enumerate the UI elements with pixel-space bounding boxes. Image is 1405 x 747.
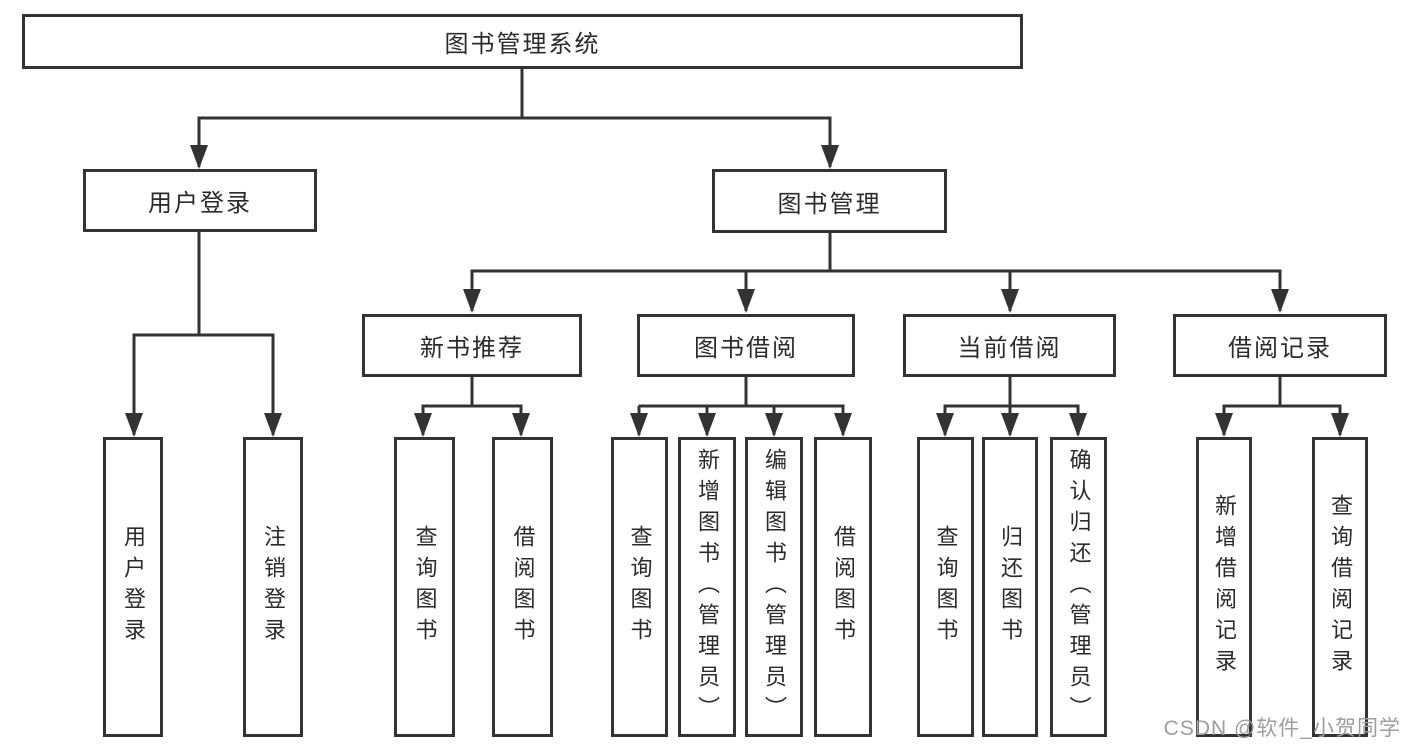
leaf-logout-label: 注销登录 (261, 525, 286, 649)
watermark: CSDN @软件_小贺同学 (1163, 717, 1401, 740)
node-book-borrow-label: 图书借阅 (694, 335, 798, 362)
node-book-management-label: 图书管理 (777, 190, 882, 218)
connector-borrow-records-children (1215, 377, 1349, 437)
leaf-query-borrow-record: 查询借阅记录 (1312, 437, 1368, 737)
connector-new-book-rec-children (414, 377, 530, 437)
connector-root-to-branches (190, 68, 839, 169)
leaf-edit-books-admin-label: 编辑图书（管理员） (762, 447, 787, 727)
leaf-query-borrow-record-label: 查询借阅记录 (1328, 494, 1353, 680)
connector-book-management-children (463, 233, 1289, 313)
node-user-login: 用户登录 (83, 169, 317, 232)
leaf-user-login-label: 用户登录 (121, 525, 146, 649)
leaf-borrow-query-books: 查询图书 (611, 437, 668, 737)
leaf-borrow-books-label: 借阅图书 (831, 525, 856, 649)
leaf-rec-borrow-books-label: 借阅图书 (510, 525, 536, 649)
node-current-borrow-label: 当前借阅 (957, 335, 1062, 362)
leaf-rec-query-books-label: 查询图书 (412, 525, 438, 649)
leaf-confirm-return-admin-label: 确认归还（管理员） (1066, 447, 1092, 727)
leaf-add-books-admin-label: 新增图书（管理员） (695, 447, 720, 727)
leaf-add-books-admin: 新增图书（管理员） (678, 437, 736, 737)
leaf-edit-books-admin: 编辑图书（管理员） (745, 437, 803, 737)
node-current-borrow: 当前借阅 (903, 314, 1116, 377)
leaf-add-borrow-record-label: 新增借阅记录 (1212, 494, 1237, 680)
leaf-current-query-books-label: 查询图书 (933, 525, 959, 649)
node-root-system: 图书管理系统 (22, 14, 1023, 69)
leaf-user-login: 用户登录 (103, 437, 163, 737)
node-new-book-recommend: 新书推荐 (362, 314, 582, 377)
node-borrow-records: 借阅记录 (1173, 314, 1387, 377)
node-borrow-records-label: 借阅记录 (1228, 335, 1332, 362)
leaf-return-books-label: 归还图书 (998, 525, 1023, 649)
connector-book-borrow-children (630, 377, 852, 437)
connector-user-login-children (125, 231, 282, 437)
connector-current-borrow-children (936, 377, 1087, 437)
leaf-rec-query-books: 查询图书 (394, 437, 455, 737)
leaf-return-books: 归还图书 (982, 437, 1038, 737)
node-book-borrow: 图书借阅 (637, 314, 855, 377)
leaf-borrow-query-books-label: 查询图书 (627, 525, 653, 649)
node-new-book-recommend-label: 新书推荐 (420, 335, 524, 362)
leaf-add-borrow-record: 新增借阅记录 (1196, 437, 1252, 737)
leaf-confirm-return-admin: 确认归还（管理员） (1050, 437, 1107, 737)
node-root-system-label: 图书管理系统 (444, 31, 601, 58)
leaf-borrow-books: 借阅图书 (814, 437, 872, 737)
leaf-current-query-books: 查询图书 (917, 437, 974, 737)
leaf-rec-borrow-books: 借阅图书 (492, 437, 553, 737)
node-book-management: 图书管理 (712, 169, 947, 233)
leaf-logout: 注销登录 (243, 437, 303, 737)
node-user-login-label: 用户登录 (148, 190, 252, 217)
